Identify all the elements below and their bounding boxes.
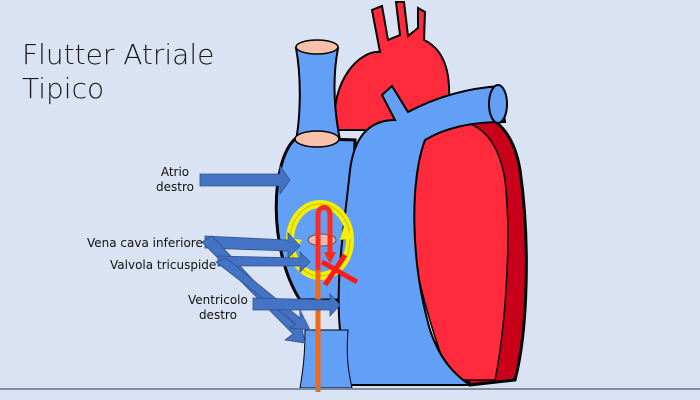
- arrow-ventricolo: [252, 292, 341, 318]
- label-line: Ventricolo: [188, 293, 248, 307]
- title-line-1: Flutter Atriale: [22, 38, 215, 71]
- slide-bottom-border: [0, 388, 700, 390]
- svc-lower-opening: [294, 130, 340, 148]
- label-ventricolo-destro: Ventricolo destro: [188, 293, 248, 323]
- label-valvola: Valvola tricuspide: [110, 258, 217, 272]
- label-line: Atrio: [160, 165, 190, 179]
- title-line-2: Tipico: [22, 72, 105, 105]
- block-mark-x-icon: [320, 253, 359, 287]
- arrow-atrio-destro: [199, 164, 291, 196]
- label-line: destro: [156, 180, 194, 194]
- superior-vena-cava: [294, 47, 342, 141]
- inferior-vena-cava: [299, 329, 353, 389]
- catheter-tip-arrow: [324, 252, 336, 264]
- slide-title: Flutter Atriale Tipico: [22, 38, 214, 106]
- pulmonary-artery-opening: [488, 84, 508, 124]
- label-atrio-destro: Atrio destro: [156, 165, 194, 195]
- catheter: [315, 205, 333, 392]
- arrow-valvola-diagonal: [215, 257, 311, 331]
- label-vena-cava: Vena cava inferiore: [87, 236, 203, 250]
- label-line: destro: [198, 308, 237, 322]
- svc-opening: [295, 39, 339, 55]
- aorta: [333, 0, 451, 131]
